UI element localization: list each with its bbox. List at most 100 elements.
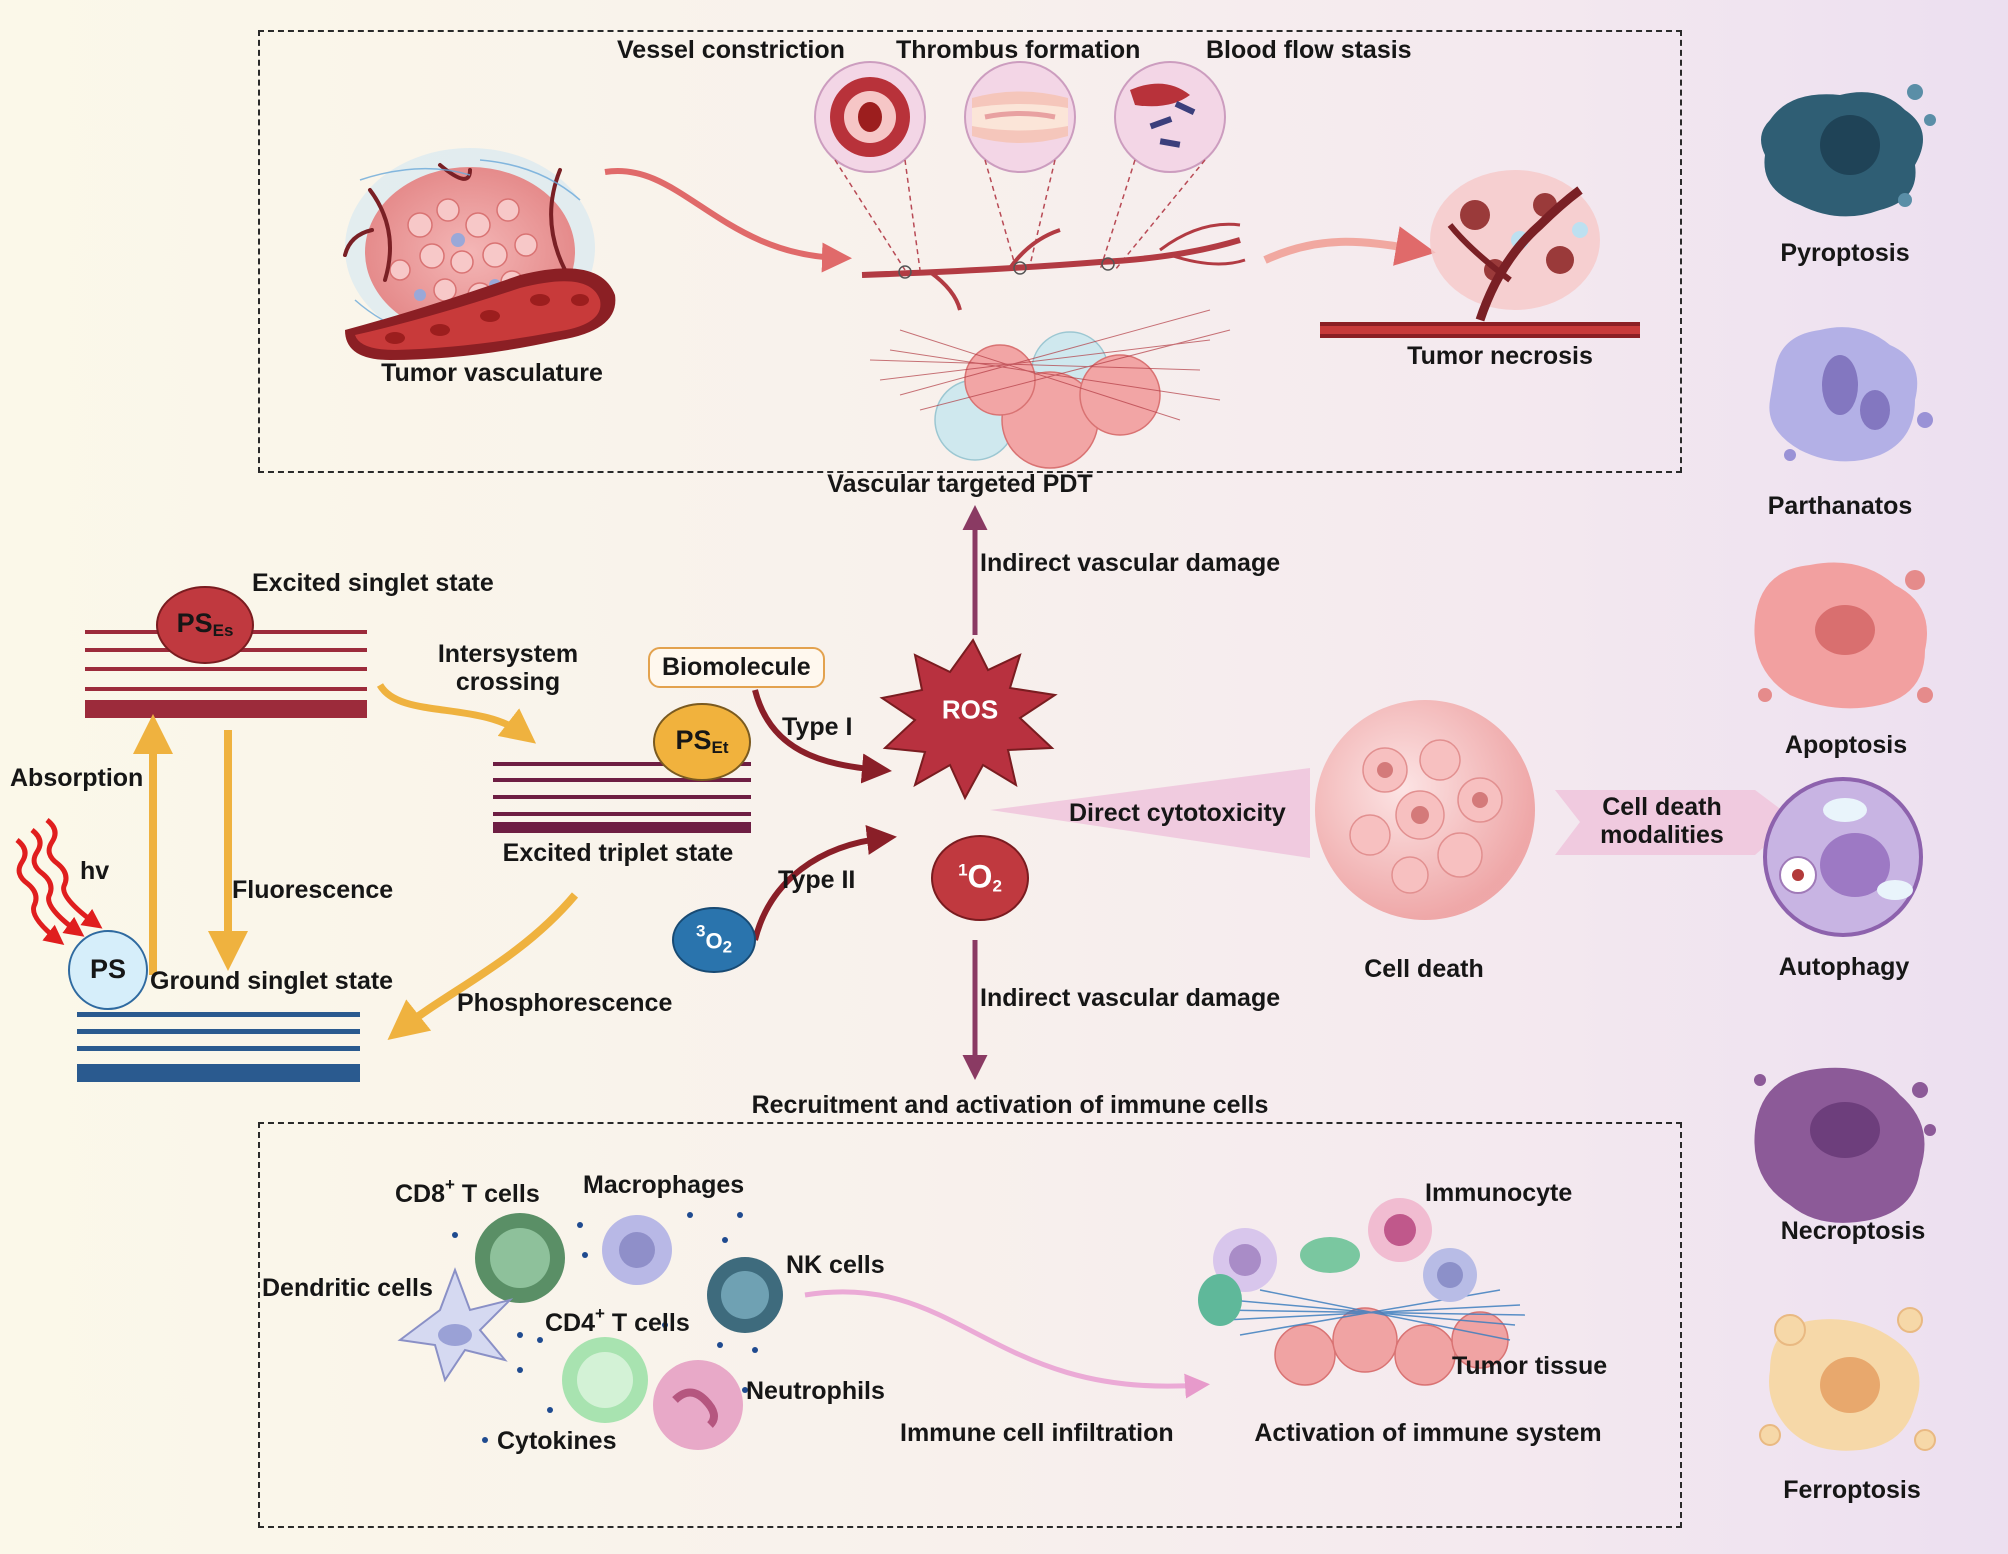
cytokines-label: Cytokines <box>497 1427 617 1455</box>
singlet-oxygen-sup: 1 <box>958 860 968 880</box>
parthanatos-icon <box>1769 327 1933 462</box>
ps-ground-circle <box>68 930 148 1010</box>
immune-cells-cluster <box>397 1212 783 1450</box>
light-hv-icon <box>15 818 103 945</box>
singlet-oxygen-label: 1O2 <box>958 859 1002 897</box>
macrophage-icon <box>602 1215 672 1285</box>
biomolecule-box: Biomolecule <box>648 647 825 688</box>
top-arrow-right <box>1263 226 1436 266</box>
fluorescence-label: Fluorescence <box>232 876 394 904</box>
triplet-oxygen-circle <box>672 907 756 973</box>
apoptosis-icon <box>1754 562 1933 709</box>
autophagy-label: Autophagy <box>1778 953 1910 981</box>
cell-death-modalities-wedge <box>1555 790 1795 855</box>
vascular-targeted-pdt-caption: Vascular targeted PDT <box>827 470 1093 498</box>
intersystem-crossing-label: Intersystem crossing <box>437 640 579 696</box>
singlet-oxygen-sub: 2 <box>992 876 1002 896</box>
triplet-oxygen-label: 3O2 <box>696 922 733 958</box>
cd4-t-cell-icon <box>562 1337 648 1423</box>
macrophages-label: Macrophages <box>583 1171 745 1199</box>
magnifier-lines <box>834 159 1206 271</box>
cd8-t-cell-icon <box>475 1213 565 1303</box>
top-arrow-left <box>604 167 852 273</box>
excited-singlet-state-label: Excited singlet state <box>252 569 494 597</box>
vessel-constriction-icon <box>814 61 926 173</box>
thrombus-formation-label: Thrombus formation <box>896 36 1141 64</box>
direct-cytotoxicity-wedge <box>990 768 1310 858</box>
modalities-line2: modalities <box>1600 820 1724 849</box>
ground-singlet-state-label: Ground singlet state <box>150 967 394 995</box>
immunocyte-label: Immunocyte <box>1425 1179 1573 1207</box>
neutrophil-icon <box>653 1360 743 1450</box>
ros-starburst <box>879 638 1058 801</box>
ps-es-sub: Es <box>212 621 234 641</box>
cd4-sup: + <box>595 1304 605 1323</box>
vascular-pdt-panel <box>258 30 1682 473</box>
immunocyte-cluster <box>1198 1198 1477 1326</box>
excited-triplet-state-label: Excited triplet state <box>502 839 734 867</box>
necroptosis-label: Necroptosis <box>1780 1217 1926 1245</box>
cd8-t-cells-label: CD8+ T cells <box>395 1175 540 1209</box>
blood-flow-stasis-label: Blood flow stasis <box>1206 36 1412 64</box>
pyroptosis-label: Pyroptosis <box>1780 239 1910 267</box>
cd4-main: CD4 <box>545 1309 596 1337</box>
indirect-vascular-damage-top-label: Indirect vascular damage <box>980 549 1281 577</box>
intersystem-crossing-arrow <box>376 682 537 744</box>
tumor-vasculature-illustration <box>343 148 616 360</box>
absorption-label: Absorption <box>10 764 144 792</box>
excited-triplet-levels <box>493 762 751 833</box>
dendritic-cells-label: Dendritic cells <box>262 1274 433 1302</box>
neutrophils-label: Neutrophils <box>746 1377 885 1405</box>
cell-death-modalities-label: Cell death modalities <box>1600 793 1724 849</box>
cd8-sup: + <box>445 1175 455 1194</box>
type-i-label: Type I <box>782 713 853 741</box>
tumor-vasculature-label: Tumor vasculature <box>381 359 603 387</box>
thrombus-formation-icon <box>964 61 1076 173</box>
ferroptosis-icon <box>1759 1307 1936 1451</box>
direct-cytotoxicity-label: Direct cytotoxicity <box>1069 799 1286 827</box>
ps-excited-singlet-label: PSEs <box>176 608 234 641</box>
nk-cells-label: NK cells <box>786 1251 885 1279</box>
dendritic-cell-icon <box>397 1267 514 1383</box>
cd4-tail: T cells <box>604 1309 690 1337</box>
cd8-tail: T cells <box>454 1180 540 1208</box>
ps-excited-triplet-circle <box>653 703 751 781</box>
intersystem-line2: crossing <box>455 667 561 696</box>
cytokine-dots <box>452 1212 758 1443</box>
modalities-line1: Cell death <box>1602 793 1722 821</box>
cell-death-illustration <box>1315 700 1535 920</box>
activated-tumor-tissue-illustration <box>1198 1198 1526 1386</box>
tumor-tissue-label: Tumor tissue <box>1452 1352 1608 1380</box>
ferroptosis-label: Ferroptosis <box>1783 1476 1921 1504</box>
parthanatos-label: Parthanatos <box>1767 492 1913 520</box>
ros-label: ROS <box>941 694 999 725</box>
cd4-t-cells-label: CD4+ T cells <box>545 1304 690 1338</box>
tumor-necrosis-label: Tumor necrosis <box>1407 342 1593 370</box>
type-ii-arrow <box>752 825 897 941</box>
ps-es-main: PS <box>176 608 213 639</box>
intersystem-line1: Intersystem <box>437 640 579 668</box>
necroptosis-icon <box>1754 1067 1936 1223</box>
nk-cell-icon <box>707 1257 783 1333</box>
immune-panel-title: Recruitment and activation of immune cel… <box>751 1091 1269 1119</box>
ps-et-sub: Et <box>711 738 729 758</box>
pyroptosis-icon <box>1761 84 1936 217</box>
triplet-oxygen-sub: 2 <box>722 937 733 957</box>
immune-cell-infiltration-label: Immune cell infiltration <box>900 1419 1174 1447</box>
ps-ground-label: PS <box>89 954 127 985</box>
ground-singlet-levels <box>77 1012 360 1082</box>
phosphorescence-arrow <box>387 892 579 1040</box>
autophagy-icon <box>1763 777 1923 937</box>
ps-excited-triplet-label: PSEt <box>675 725 729 758</box>
type-i-arrow <box>752 689 892 784</box>
cell-death-label: Cell death <box>1364 955 1484 983</box>
ps-excited-singlet-circle <box>156 586 254 664</box>
triplet-oxygen-main: O <box>705 928 723 954</box>
vascular-pdt-vessel-illustration <box>861 222 1246 469</box>
activation-of-immune-system-label: Activation of immune system <box>1254 1419 1602 1447</box>
immune-activation-panel <box>258 1122 1682 1528</box>
cd8-main: CD8 <box>395 1180 446 1208</box>
tumor-necrosis-illustration <box>1320 170 1640 338</box>
